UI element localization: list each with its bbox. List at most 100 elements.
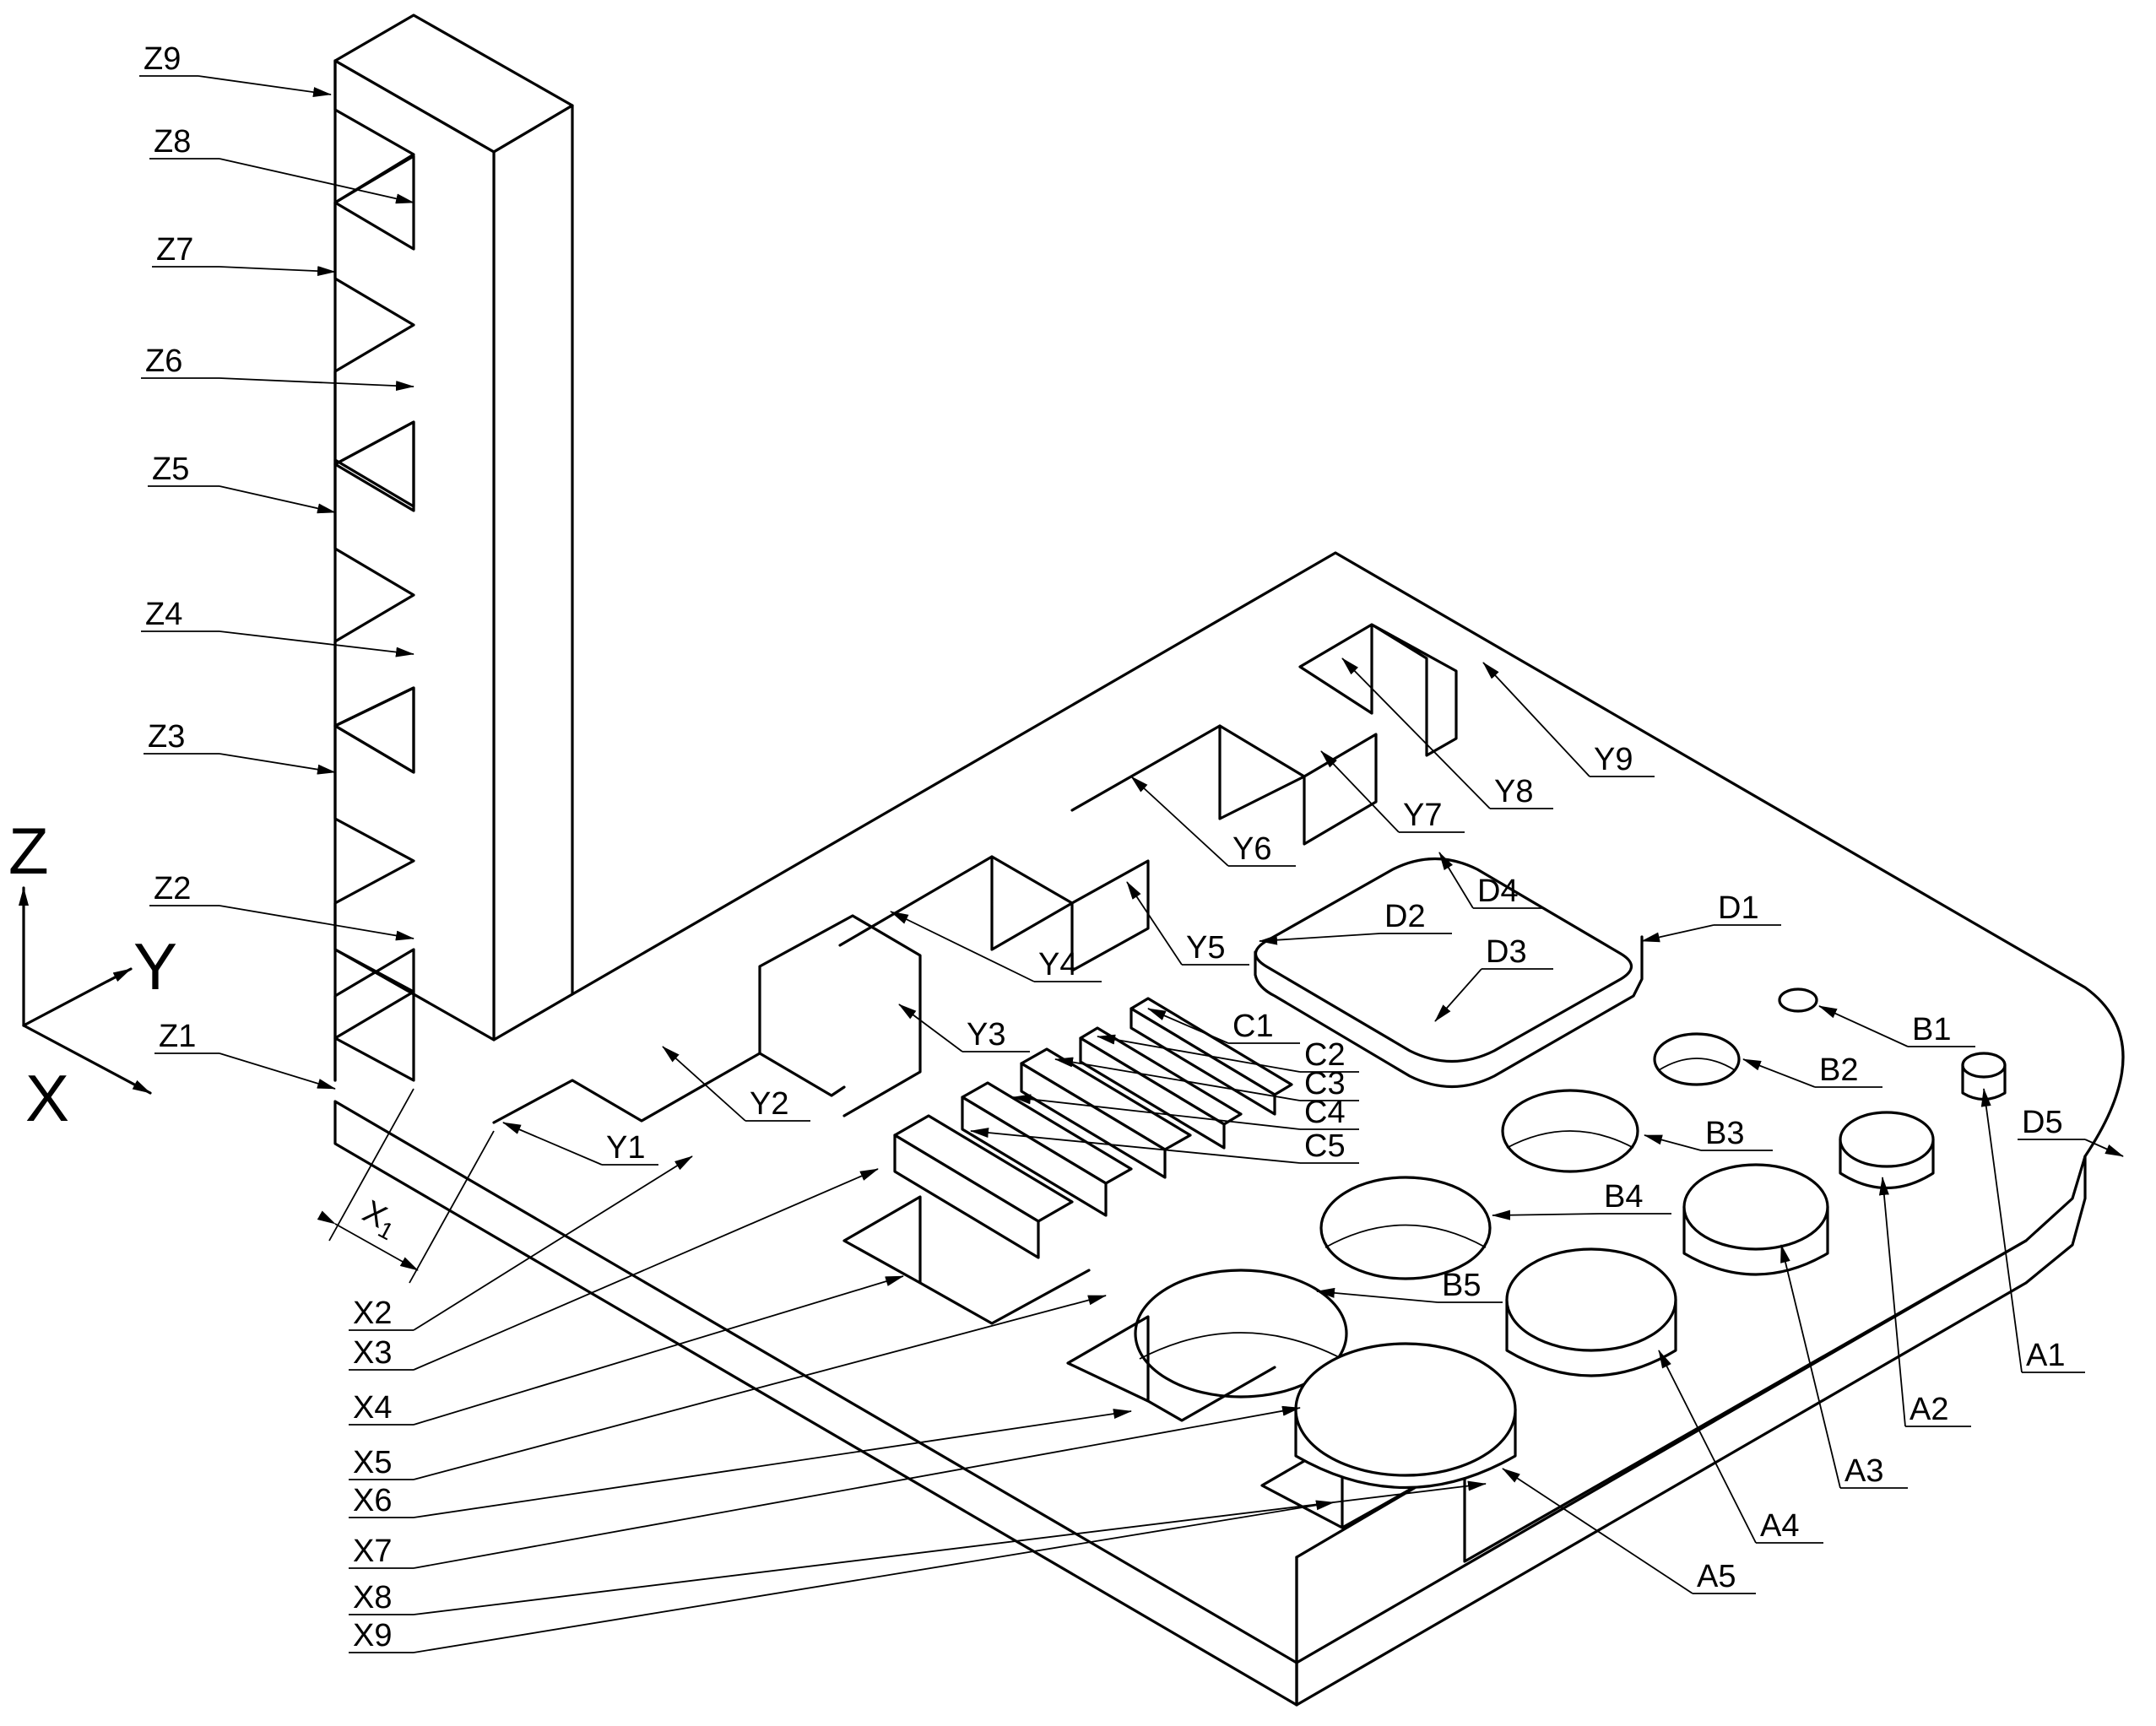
leader-x9 (413, 1500, 1335, 1653)
bar-c5-side (893, 1134, 1040, 1259)
y-steps (492, 623, 1458, 1124)
leader-a1 (1980, 1088, 2023, 1373)
bar-c2-side (1079, 1036, 1226, 1150)
leader-b3 (1644, 1134, 1702, 1151)
leader-z9 (198, 75, 332, 98)
label-a3: A3 (1845, 1453, 1883, 1489)
leader-y4 (890, 911, 1035, 982)
label-b5: B5 (1442, 1268, 1481, 1303)
label-b1: B1 (1912, 1012, 1951, 1047)
a-bosses (1294, 1052, 2007, 1489)
feature-labels: Z9Z8Z7Z6Z5Z4Z3Z2Z1X2X3X4X5X6X7X8X9Y1Y2Y3… (144, 41, 2065, 1653)
label-a2: A2 (1910, 1392, 1948, 1427)
leader-z3 (219, 753, 336, 775)
hole-b5-inner (1139, 1332, 1343, 1360)
label-x3: X3 (353, 1335, 392, 1371)
leader-x2 (413, 1155, 693, 1331)
label-x4: X4 (353, 1390, 392, 1426)
label-b4: B4 (1604, 1179, 1643, 1215)
leader-x7 (413, 1405, 1301, 1569)
plate-front-top-edge (1295, 1239, 2028, 1563)
label-d1: D1 (1718, 890, 1759, 926)
leader-y3 (898, 1004, 963, 1052)
leader-a2 (1878, 1177, 1906, 1427)
axis-z-label: Z (8, 814, 49, 888)
label-a5: A5 (1697, 1559, 1736, 1594)
label-z2: Z2 (154, 871, 191, 906)
leader-y7 (1320, 750, 1400, 833)
leader-c4 (1012, 1094, 1301, 1130)
hole-b2 (1653, 1032, 1741, 1086)
label-b3: B3 (1705, 1116, 1744, 1151)
hole-b5 (1134, 1269, 1348, 1399)
leader-z8 (219, 158, 414, 204)
base-plate (333, 551, 2125, 1707)
label-z1: Z1 (159, 1019, 196, 1054)
leader-c3 (1054, 1057, 1301, 1101)
label-z5: Z5 (152, 452, 189, 487)
boss-a1-top (1961, 1052, 2007, 1079)
label-y8: Y8 (1494, 774, 1533, 809)
leader-b4 (1492, 1209, 1601, 1220)
label-x6: X6 (353, 1483, 392, 1518)
label-x2: X2 (353, 1296, 392, 1331)
hole-b2-inner (1658, 1058, 1736, 1071)
notch-z1 (333, 990, 415, 1082)
label-x8: X8 (353, 1580, 392, 1615)
boss-a2-top (1839, 1111, 1935, 1168)
leader-d5 (2084, 1139, 2124, 1157)
leader-x5 (413, 1295, 1107, 1480)
leader-c2 (1097, 1034, 1301, 1073)
label-d2: D2 (1384, 899, 1426, 934)
x1-label-text: X1 (355, 1194, 404, 1246)
label-d3: D3 (1486, 934, 1527, 970)
boss-a4-top (1505, 1247, 1677, 1352)
label-x7: X7 (353, 1534, 392, 1569)
leader-z5 (219, 485, 336, 514)
label-b2: B2 (1819, 1052, 1858, 1088)
label-z3: Z3 (148, 719, 185, 755)
bar-c4-side (961, 1096, 1108, 1217)
x1-dim-line (317, 1210, 419, 1271)
x-steps (842, 1195, 1466, 1529)
hole-b1 (1778, 987, 1818, 1013)
leader-z4 (219, 630, 414, 657)
leader-d4 (1438, 852, 1474, 909)
label-z6: Z6 (145, 344, 182, 379)
bar-c1-side (1129, 1007, 1276, 1116)
leader-z2 (219, 905, 414, 941)
leader-c5 (970, 1128, 1301, 1164)
x1-label: X1 (355, 1194, 404, 1246)
c-bars (893, 997, 1293, 1259)
boss-a3-top (1682, 1163, 1829, 1251)
label-y6: Y6 (1232, 831, 1271, 867)
label-z8: Z8 (154, 124, 191, 160)
hole-b4 (1319, 1176, 1492, 1280)
b-holes (1134, 987, 1818, 1399)
x-step-profile (842, 1195, 1466, 1529)
leader-c1 (1147, 1008, 1229, 1044)
label-c3: C3 (1304, 1066, 1346, 1101)
leader-x6 (413, 1409, 1132, 1518)
label-c5: C5 (1304, 1128, 1346, 1164)
leader-x3 (413, 1168, 879, 1371)
label-y9: Y9 (1594, 742, 1633, 777)
label-c1: C1 (1232, 1009, 1274, 1044)
label-y7: Y7 (1403, 798, 1442, 833)
leader-x8 (413, 1480, 1487, 1615)
hole-b4-inner (1324, 1224, 1487, 1248)
leader-y9 (1482, 662, 1590, 777)
x1-ext-right (409, 1130, 495, 1284)
hole-b3-inner (1506, 1130, 1634, 1149)
leader-y2 (662, 1046, 746, 1122)
leader-lines (139, 75, 2124, 1653)
leader-a5 (1502, 1468, 1693, 1594)
leader-x4 (413, 1275, 904, 1426)
leader-a3 (1780, 1244, 1841, 1489)
label-x9: X9 (353, 1618, 392, 1653)
label-x5: X5 (353, 1445, 392, 1480)
leader-d3 (1434, 968, 1482, 1022)
notch-z5 (333, 420, 415, 512)
axis-x-label: X (25, 1061, 69, 1135)
